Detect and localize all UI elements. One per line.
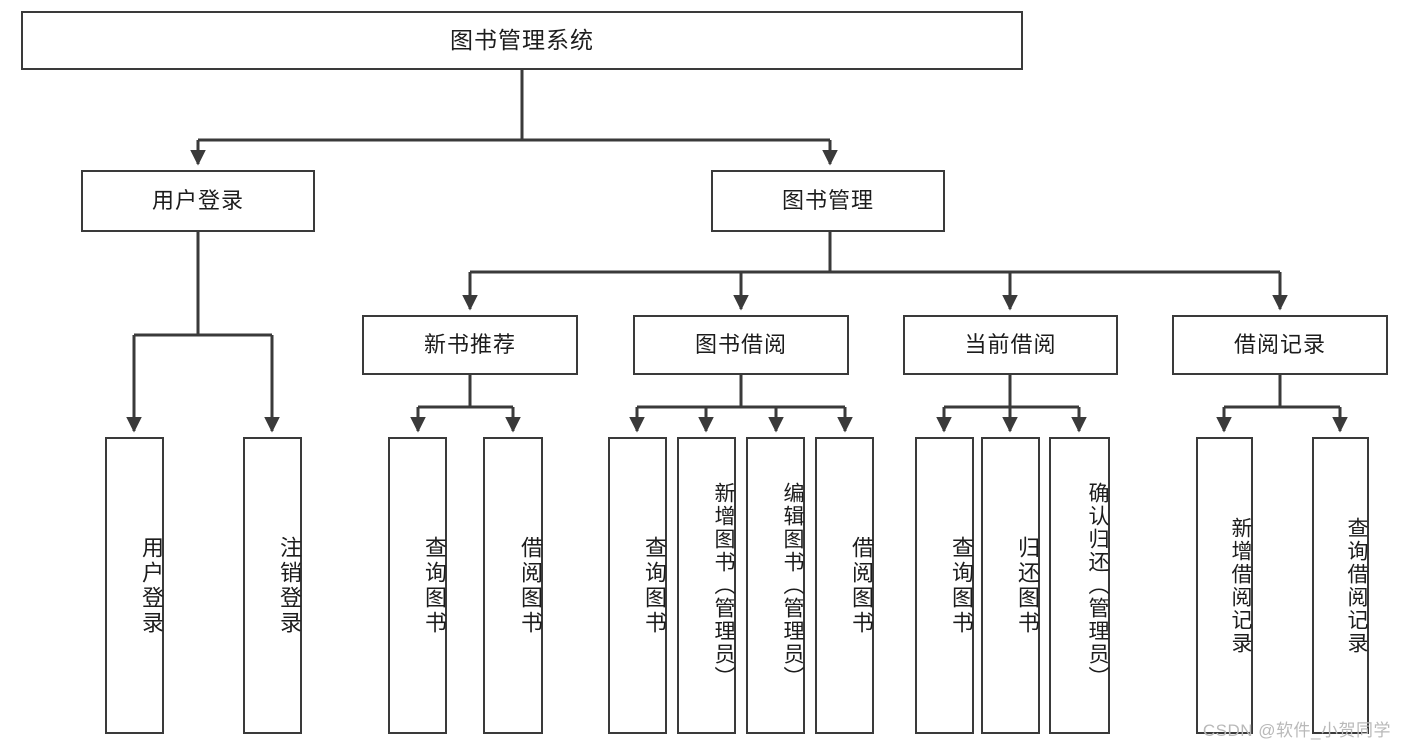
csdn-watermark: CSDN @软件_小贺同学	[1202, 721, 1391, 740]
node-label: 图书管理系统	[450, 27, 594, 54]
node-label: 当前借阅	[964, 332, 1057, 358]
node-label: 归还图书	[1015, 535, 1040, 636]
leaf-current-return-book[interactable]: 归还图书	[981, 437, 1040, 734]
node-label: 用户登录	[139, 535, 164, 636]
node-new-book-recommend[interactable]: 新书推荐	[362, 315, 578, 375]
leaf-record-add-record[interactable]: 新增借阅记录	[1196, 437, 1253, 734]
node-label: 编辑图书（管理员）	[781, 482, 804, 689]
node-label: 查询图书	[949, 535, 974, 636]
leaf-record-query-record[interactable]: 查询借阅记录	[1312, 437, 1369, 734]
leaf-current-confirm-return-admin[interactable]: 确认归还（管理员）	[1049, 437, 1110, 734]
leaf-borrow-query-book[interactable]: 查询图书	[608, 437, 667, 734]
node-label: 新增图书（管理员）	[712, 482, 735, 689]
leaf-recommend-borrow-book[interactable]: 借阅图书	[483, 437, 543, 734]
node-borrow-record[interactable]: 借阅记录	[1172, 315, 1388, 375]
node-user-login[interactable]: 用户登录	[81, 170, 315, 232]
node-book-management[interactable]: 图书管理	[711, 170, 945, 232]
node-label: 借阅图书	[849, 535, 874, 636]
node-label: 查询图书	[642, 535, 667, 636]
node-label: 借阅记录	[1233, 332, 1326, 358]
node-label: 图书管理	[781, 188, 874, 214]
node-label: 用户登录	[151, 188, 244, 214]
leaf-current-query-book[interactable]: 查询图书	[915, 437, 974, 734]
node-current-borrow[interactable]: 当前借阅	[903, 315, 1118, 375]
leaf-borrow-add-book-admin[interactable]: 新增图书（管理员）	[677, 437, 736, 734]
node-label: 借阅图书	[518, 535, 543, 636]
leaf-borrow-borrow-book[interactable]: 借阅图书	[815, 437, 874, 734]
leaf-borrow-edit-book-admin[interactable]: 编辑图书（管理员）	[746, 437, 805, 734]
node-label: 新书推荐	[423, 332, 516, 358]
node-label: 新增借阅记录	[1229, 516, 1252, 655]
node-label: 确认归还（管理员）	[1086, 482, 1109, 689]
leaf-user-login-logout[interactable]: 注销登录	[243, 437, 302, 734]
node-label: 注销登录	[277, 535, 302, 636]
leaf-recommend-query-book[interactable]: 查询图书	[388, 437, 447, 734]
node-label: 图书借阅	[694, 332, 787, 358]
node-root-system[interactable]: 图书管理系统	[21, 11, 1023, 70]
node-label: 查询借阅记录	[1345, 516, 1368, 655]
leaf-user-login-login[interactable]: 用户登录	[105, 437, 164, 734]
node-book-borrow[interactable]: 图书借阅	[633, 315, 849, 375]
node-label: 查询图书	[422, 535, 447, 636]
